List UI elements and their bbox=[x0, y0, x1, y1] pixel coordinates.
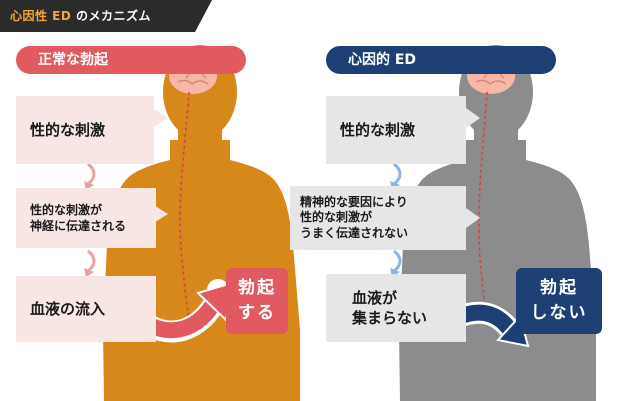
right-step-2-line1: 精神的な要因により bbox=[300, 194, 408, 209]
left-result-line2: する bbox=[238, 303, 276, 323]
right-result-line1: 勃起 bbox=[540, 278, 578, 299]
title-highlight: 心因性 ED bbox=[10, 9, 72, 23]
left-result-badge: 勃起 する bbox=[226, 268, 288, 334]
right-step-2-line3: うまく伝達されない bbox=[300, 225, 409, 240]
right-step-1-text: 性的な刺激 bbox=[340, 120, 416, 139]
right-heading: 心因的 ED bbox=[326, 46, 556, 74]
left-heading-label: 正常な勃起 bbox=[38, 52, 108, 68]
right-step-1: 性的な刺激 bbox=[326, 96, 466, 164]
title-banner bbox=[0, 0, 212, 32]
right-step-2-line2: 性的な刺激が bbox=[300, 210, 373, 225]
left-nerve-line bbox=[179, 91, 191, 326]
left-flow-arrow-2 bbox=[87, 249, 96, 273]
left-result-line1: 勃起 bbox=[238, 278, 276, 299]
right-flow-arrow-2 bbox=[393, 249, 402, 273]
left-step-1-text: 性的な刺激 bbox=[30, 120, 106, 139]
right-step-2: 精神的な要因により 性的な刺激が うまく伝達されない bbox=[290, 186, 466, 250]
left-step-2-line2: 神経に伝達される bbox=[30, 219, 127, 233]
left-step-2-line1: 性的な刺激が bbox=[30, 202, 103, 217]
right-step-3: 血液が 集まらない bbox=[326, 274, 466, 342]
right-flow-arrow-1 bbox=[393, 162, 402, 186]
right-step-3-line1: 血液が bbox=[352, 288, 398, 307]
right-step-3-line2: 集まらない bbox=[352, 309, 428, 327]
left-step-1: 性的な刺激 bbox=[16, 96, 154, 164]
right-result-line2: しない bbox=[530, 303, 588, 323]
left-heading: 正常な勃起 bbox=[16, 46, 246, 74]
title-rest: のメカニズム bbox=[76, 9, 152, 23]
left-step-2: 性的な刺激が 神経に伝達される bbox=[16, 188, 156, 248]
left-step-3: 血液の流入 bbox=[16, 276, 156, 342]
right-heading-label: 心因的 ED bbox=[348, 52, 417, 68]
left-step-3-text: 血液の流入 bbox=[30, 299, 106, 318]
right-result-badge: 勃起 しない bbox=[516, 268, 602, 334]
page-title: 心因性 ED のメカニズム bbox=[10, 7, 151, 24]
left-flow-arrow-1 bbox=[87, 162, 96, 186]
